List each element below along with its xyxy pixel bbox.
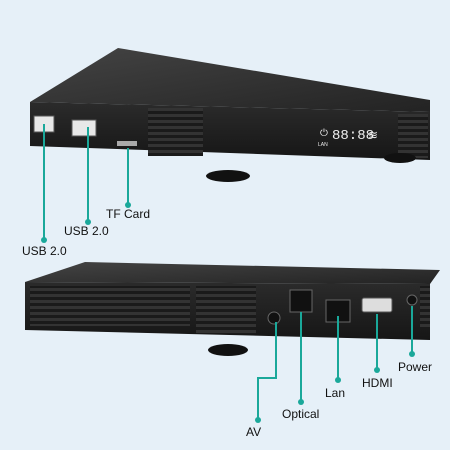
label-optical: Optical [282,407,320,421]
av-port [267,311,281,325]
top-box-top [30,48,430,112]
callout-dots [41,202,415,423]
wifi-icon: ≋ [368,128,378,142]
display-lan-text: LAN [318,142,328,148]
top-foot-left [206,170,250,182]
usb-port-2 [71,119,97,137]
optical-port [289,289,313,313]
power-port [406,294,418,306]
label-usb-2-0-lower: USB 2.0 [22,244,67,258]
label-lan: Lan [325,386,346,400]
bottom-box-top [25,262,440,284]
label-usb-2-0-upper: USB 2.0 [64,224,109,238]
top-box: ⏻ LAN 88:88 ≋ [30,48,430,182]
callout-lines [43,124,413,420]
label-hdmi: HDMI [362,376,393,390]
hdmi-port [361,297,393,313]
top-box-vents-left [148,108,203,156]
bottom-box-vents-left [30,286,190,326]
display-digits: 88:88 [332,128,374,144]
label-tf-card: TF Card [106,207,151,221]
label-power: Power [398,360,433,374]
top-foot-right [384,153,416,163]
bottom-box-vents-mid [196,286,256,334]
display-power-glyph: ⏻ [320,128,328,139]
bottom-box [25,262,440,356]
tf-slot [117,141,137,146]
label-av: AV [246,425,262,439]
top-box-vents-right [398,114,428,158]
callout-av [257,322,277,420]
bottom-box-vents-right [420,286,430,330]
bottom-foot [208,344,248,356]
